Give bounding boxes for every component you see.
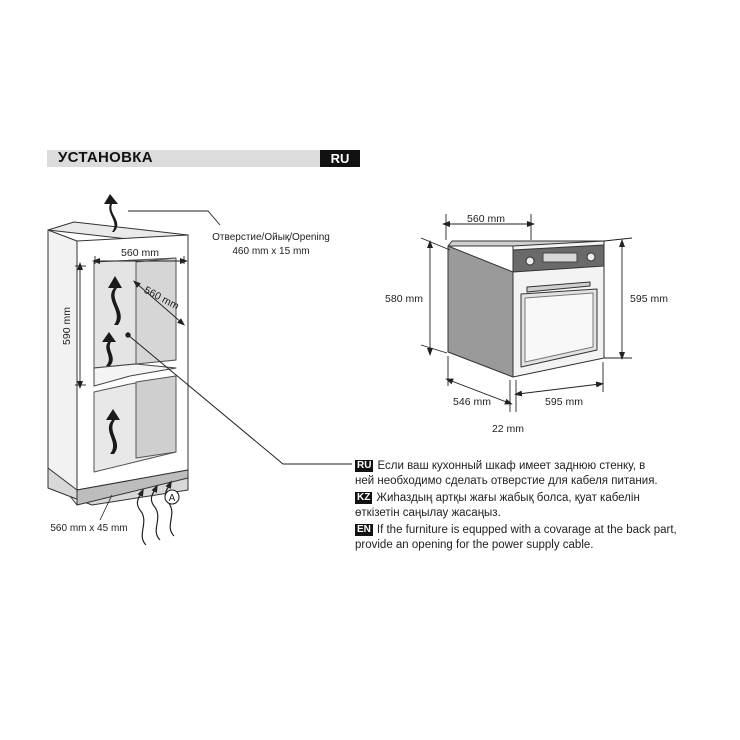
cabinet-shelf xyxy=(93,363,177,387)
oven-left-height-label: 580 mm xyxy=(385,293,423,305)
callout-leader-line xyxy=(127,334,352,465)
oven-front-width-label: 595 mm xyxy=(545,396,583,408)
note-kz-text-line2: өткізетін саңылау жасаңыз. xyxy=(355,506,501,519)
airflow-arrow-top-icon xyxy=(104,194,118,232)
note-ru-text-line1: Если ваш кухонный шкаф имеет заднюю стен… xyxy=(377,460,646,472)
airflow-arrow-low-icon xyxy=(102,332,116,366)
marker-a-label: A xyxy=(169,493,176,504)
note-en-badge: EN xyxy=(355,524,373,536)
oven-top-width-label: 560 mm xyxy=(467,213,505,225)
note-en-text-line1: If the furniture is equpped with a covar… xyxy=(376,524,677,536)
marker-a-circle xyxy=(164,489,180,505)
cabinet-height-label: 590 mm xyxy=(61,307,73,345)
oven-offset-label: 22 mm xyxy=(492,423,524,435)
oven-side xyxy=(447,245,514,378)
note-kz-badge: KZ xyxy=(355,492,373,504)
note-ru-badge: RU xyxy=(355,460,374,472)
section-title: УСТАНОВКА xyxy=(58,149,153,166)
opening-label: Отверстие/Ойық/Opening xyxy=(212,232,330,243)
opening-size: 460 mm x 15 mm xyxy=(232,246,309,257)
oven-door-handle xyxy=(526,281,591,293)
note-kz-text-line1: Жиһаздың артқы жағы жабық болса, қуат ка… xyxy=(376,492,640,504)
airflow-arrows xyxy=(102,194,122,454)
cabinet-left-panel xyxy=(47,229,78,506)
oven-knob-right-icon xyxy=(586,252,596,262)
cabinet-drawing xyxy=(47,221,189,506)
note-ru-text-line2: ней необходимо сделать отверстие для каб… xyxy=(355,474,658,487)
language-badge: RU xyxy=(320,150,360,167)
airflow-arrow-bottom-icon xyxy=(106,409,120,454)
oven-display xyxy=(542,252,578,263)
airflow-arrow-mid-icon xyxy=(108,276,122,325)
note-en-text-line2: provide an opening for the power supply … xyxy=(355,538,594,551)
oven-depth-label: 546 mm xyxy=(453,396,491,408)
oven-drawing xyxy=(447,240,605,378)
bottom-opening-label: 560 mm x 45 mm xyxy=(50,523,127,534)
oven-knob-left-icon xyxy=(525,256,535,266)
cabinet-base xyxy=(76,469,189,506)
cabinet-width-label: 560 mm xyxy=(121,247,159,259)
section-header-bar xyxy=(47,150,360,167)
oven-right-height-label: 595 mm xyxy=(630,293,668,305)
